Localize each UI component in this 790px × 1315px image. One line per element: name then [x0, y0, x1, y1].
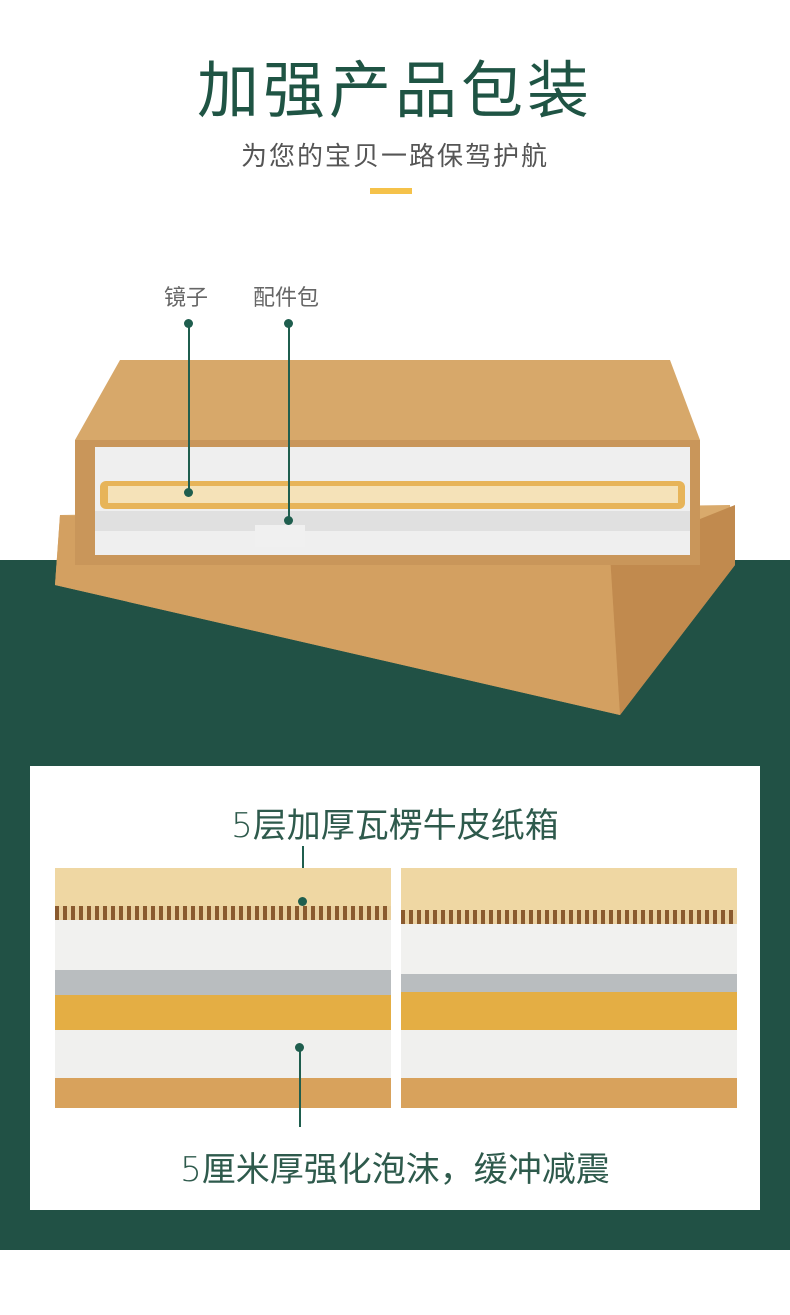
carton-callout-dot [298, 897, 307, 906]
accessory-callout-line [288, 324, 290, 520]
accent-divider [370, 188, 412, 194]
mirror-callout-dot [184, 488, 193, 497]
page-title: 加强产品包装 [196, 54, 593, 127]
foam-callout-line [299, 1047, 301, 1127]
foam-caption: 5厘米厚强化泡沫，缓冲减震 [180, 1150, 610, 1190]
accessory-callout-dot [284, 516, 293, 525]
accessory-callout-dot [284, 319, 293, 328]
mirror-callout-dot [184, 319, 193, 328]
mirror-label: 镜子 [164, 286, 209, 311]
mirror-callout-line [188, 324, 190, 492]
accessory-pack-label: 配件包 [253, 286, 320, 311]
packaging-box-illustration [55, 360, 735, 715]
carton-caption: 5层加厚瓦楞牛皮纸箱 [231, 806, 559, 846]
page-subtitle: 为您的宝贝一路保驾护航 [240, 142, 549, 172]
layer-photo-right [401, 868, 737, 1108]
layer-photo-left [55, 868, 391, 1108]
